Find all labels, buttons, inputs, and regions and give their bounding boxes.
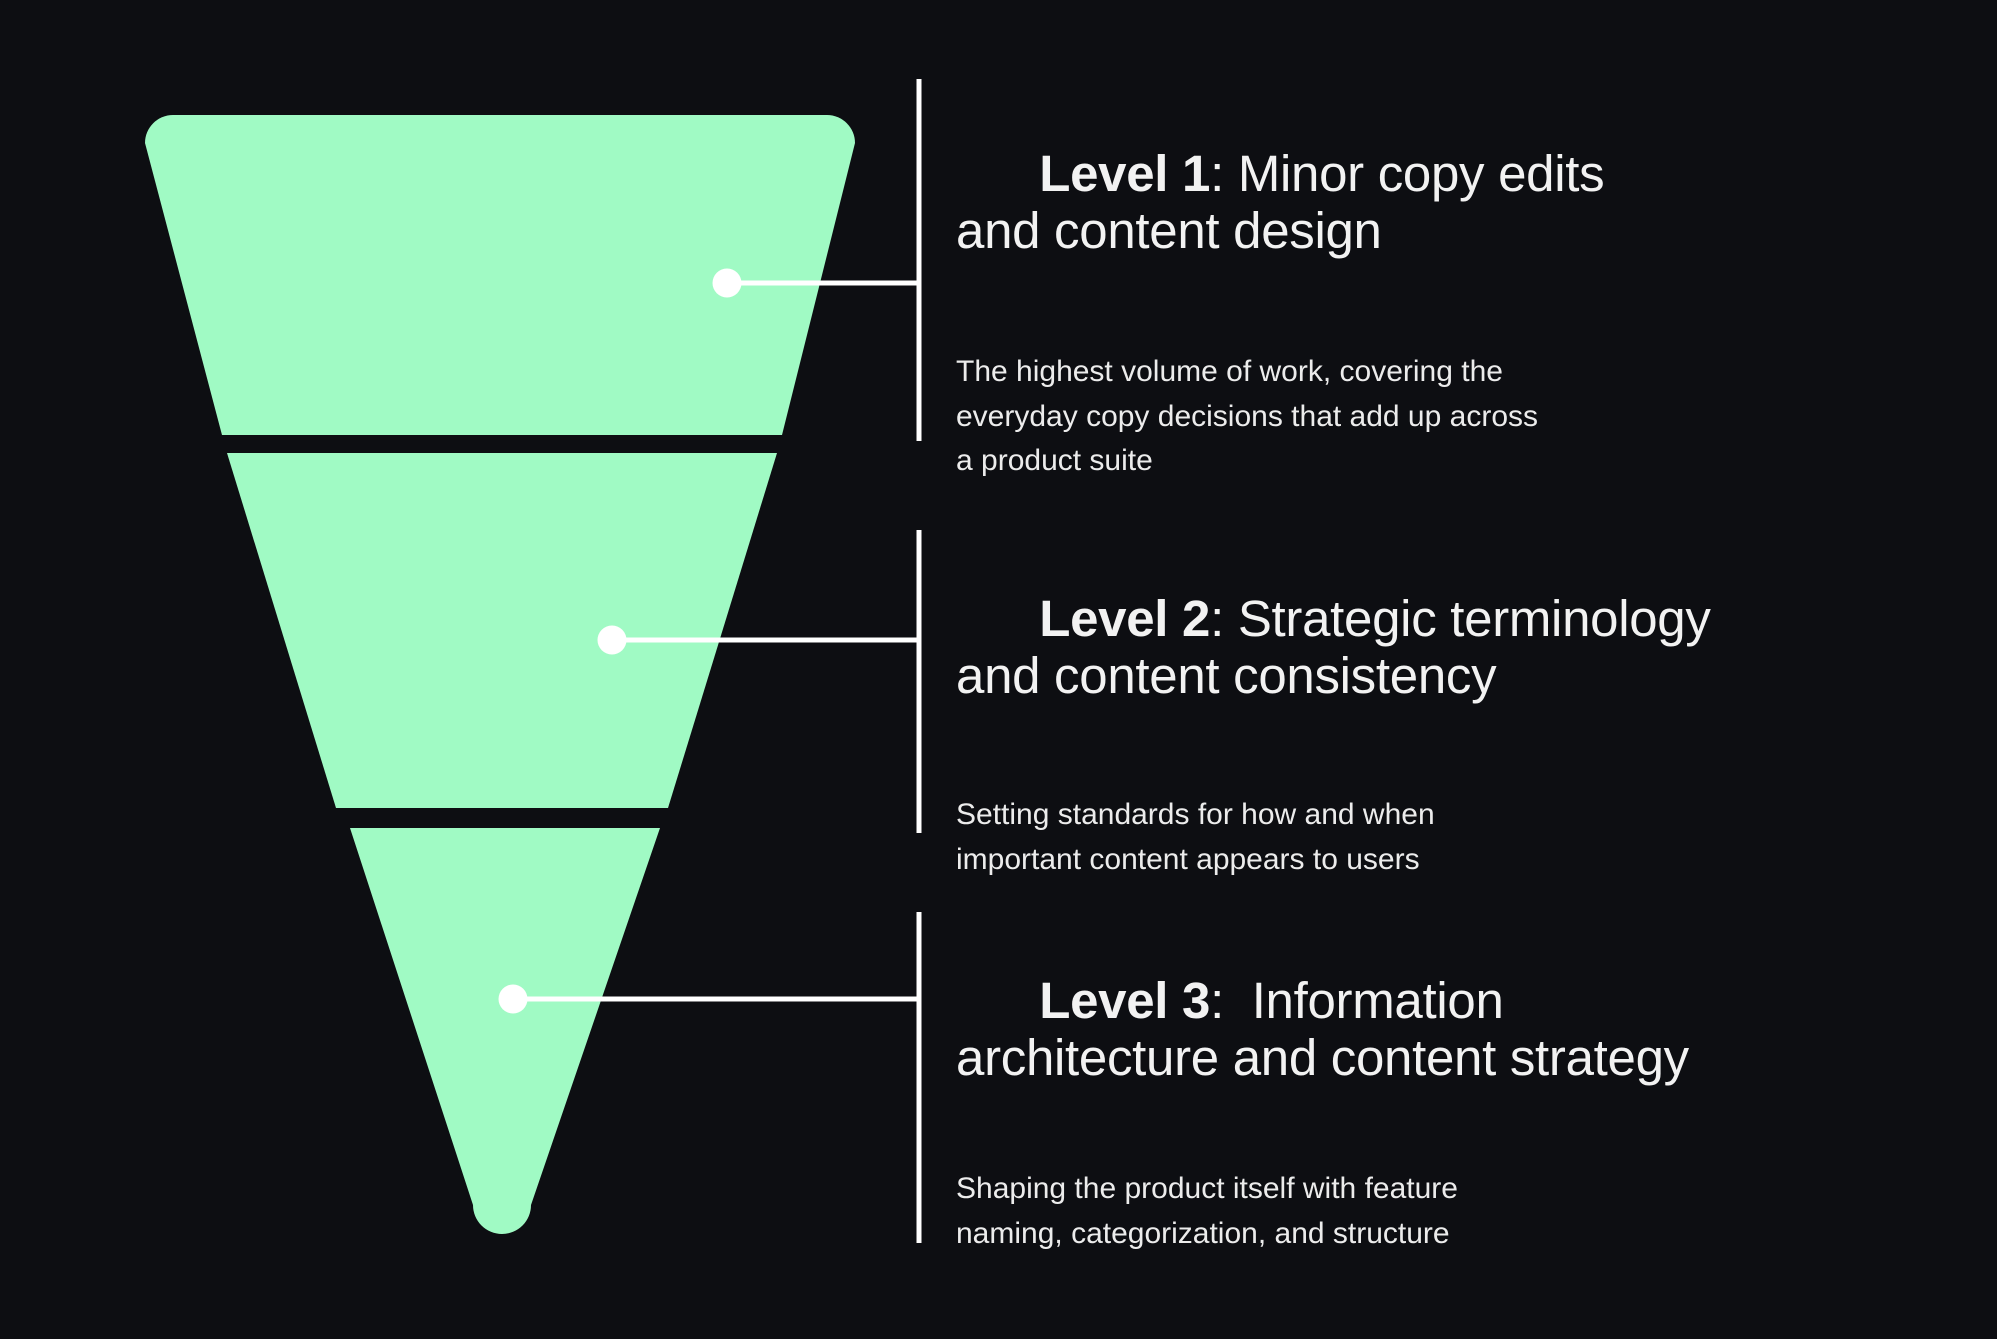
level-1-heading: Level 1: Minor copy edits and content de…	[956, 88, 1656, 316]
connector-dot-level-3	[498, 984, 528, 1014]
level-1-block: Level 1: Minor copy edits and content de…	[956, 88, 1656, 483]
level-2-block: Level 2: Strategic terminology and conte…	[956, 533, 1736, 882]
level-1-label: Level 1	[1039, 145, 1211, 203]
level-3-body: Shaping the product itself with feature …	[956, 1172, 1458, 1250]
level-3-block: Level 3: Information architecture and co…	[956, 915, 1776, 1256]
level-1-title: Minor copy edits and content design	[956, 145, 1619, 260]
level-3-title: Information architecture and content str…	[956, 972, 1689, 1087]
connector-dot-level-1	[712, 268, 742, 298]
funnel-segment-level-2[interactable]	[227, 453, 777, 808]
level-2-separator: :	[1210, 590, 1238, 648]
level-3-label: Level 3	[1039, 972, 1211, 1030]
connector-level-3	[498, 984, 919, 1014]
level-3-heading: Level 3: Information architecture and co…	[956, 915, 1776, 1143]
connector-level-2	[597, 625, 919, 655]
level-2-heading: Level 2: Strategic terminology and conte…	[956, 533, 1736, 761]
connector-dot-level-2	[597, 625, 627, 655]
level-1-separator: :	[1210, 145, 1238, 203]
connector-level-1	[712, 268, 919, 298]
level-2-title: Strategic terminology and content consis…	[956, 590, 1725, 705]
level-2-body: Setting standards for how and when impor…	[956, 798, 1435, 876]
level-2-label: Level 2	[1039, 590, 1211, 648]
level-1-body: The highest volume of work, covering the…	[956, 355, 1538, 477]
funnel-segment-level-1[interactable]	[145, 115, 855, 435]
funnel-segment-level-3[interactable]	[350, 828, 660, 1234]
level-3-separator: :	[1210, 972, 1252, 1030]
